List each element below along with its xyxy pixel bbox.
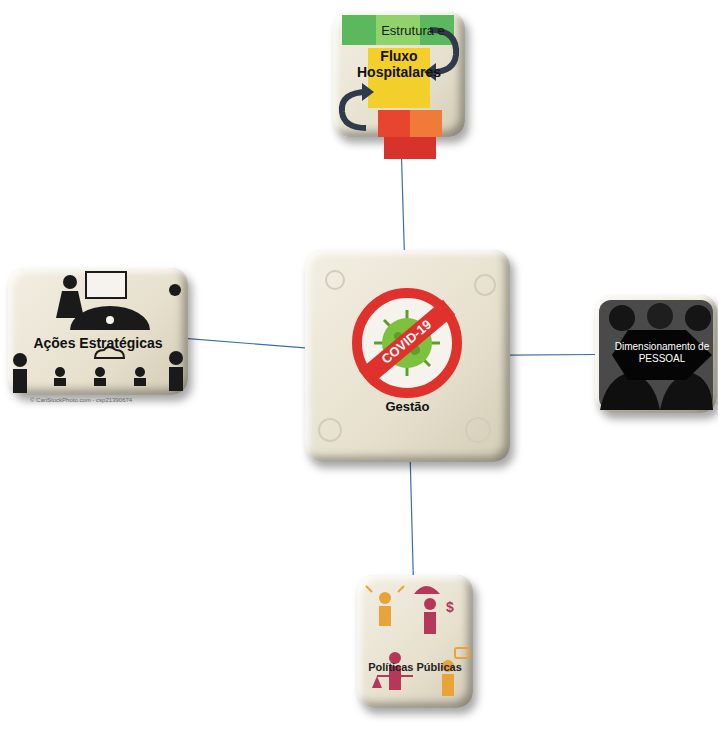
topic-box: Estrutura e Fluxo Hospitalares bbox=[333, 12, 465, 137]
flow-illustration-part bbox=[384, 137, 436, 159]
topic-box: Dimensionamento de PESSOAL bbox=[595, 295, 717, 413]
node-title: Dimensionamento de PESSOAL bbox=[612, 341, 712, 364]
connector-line bbox=[401, 137, 404, 250]
node-title: Políticas Públicas bbox=[357, 661, 473, 674]
central-box: COVID-19Gestão bbox=[305, 250, 510, 462]
node-title: Gestão bbox=[305, 400, 510, 415]
node-title: Ações Estratégicas bbox=[8, 335, 188, 351]
node-heading: Estrutura e bbox=[363, 24, 463, 39]
watermark: © CanStockPhoto.com - csp21390674 bbox=[30, 397, 132, 403]
topic-box: Políticas Públicas bbox=[357, 575, 473, 708]
connector-line bbox=[188, 339, 305, 348]
connector-line bbox=[510, 354, 595, 356]
connector-line bbox=[410, 462, 413, 575]
topic-box: Ações Estratégicas bbox=[8, 268, 188, 395]
covid-badge: COVID-19 bbox=[359, 300, 455, 385]
node-heading: Fluxo Hospitalares bbox=[341, 48, 457, 80]
